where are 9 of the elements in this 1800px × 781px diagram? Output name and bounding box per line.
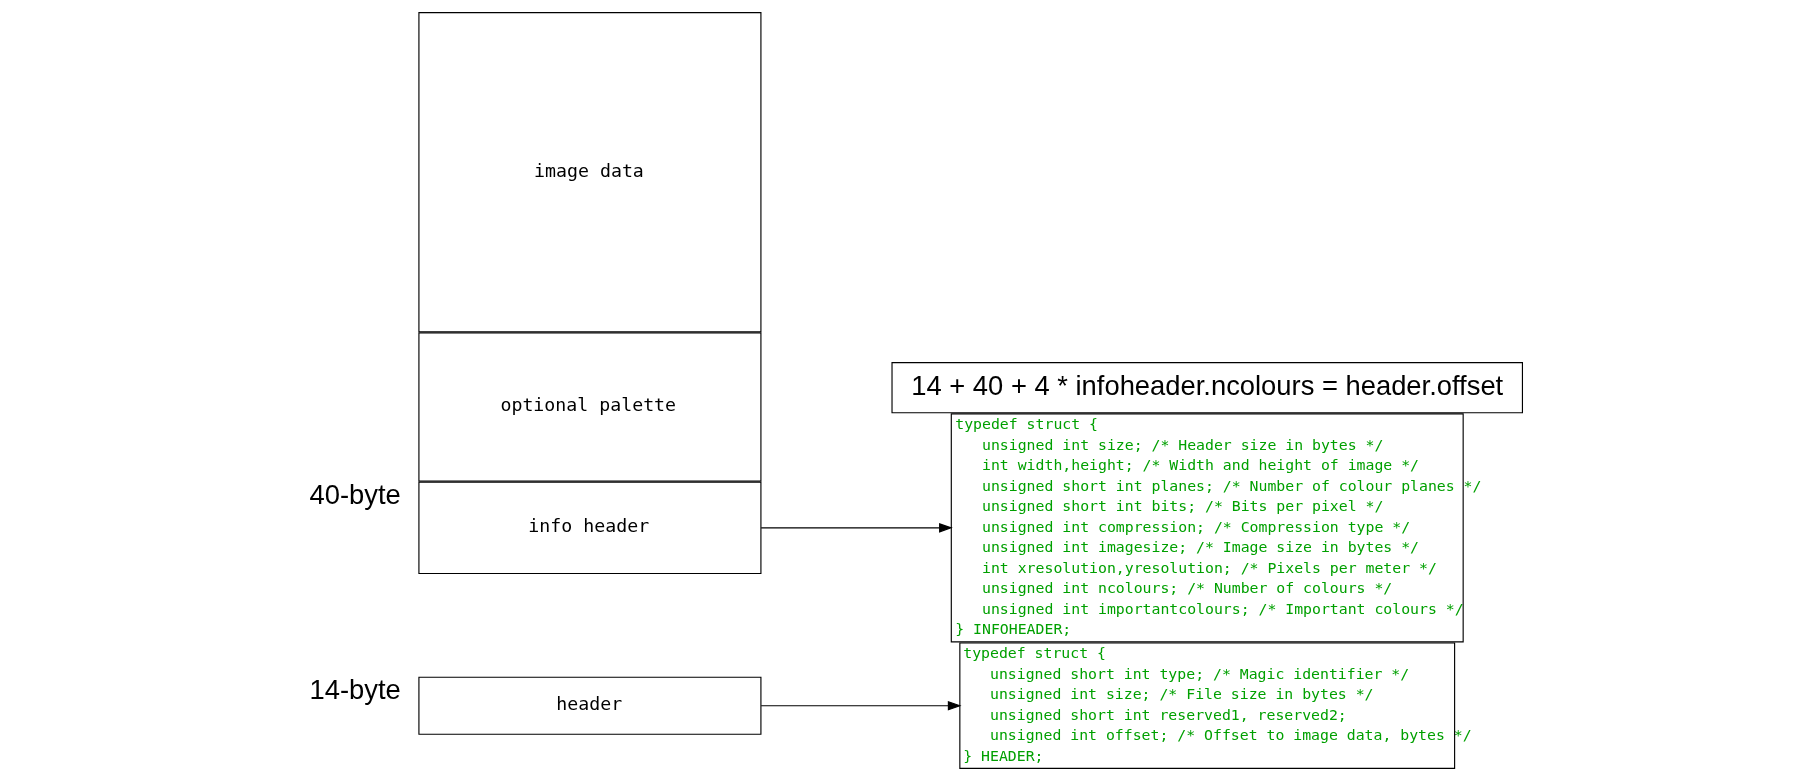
arrow	[760, 523, 953, 533]
node-box: optional palette	[418, 332, 762, 482]
node-label: 14-byte	[309, 674, 401, 706]
node-box: image data	[418, 12, 762, 333]
node-box: header	[418, 676, 762, 735]
node-box: 14 + 40 + 4 * infoheader.ncolours = header.offset	[891, 362, 1523, 414]
node-label: 40-byte	[309, 479, 401, 511]
arrow	[760, 700, 962, 711]
node-box: info header	[418, 481, 762, 575]
